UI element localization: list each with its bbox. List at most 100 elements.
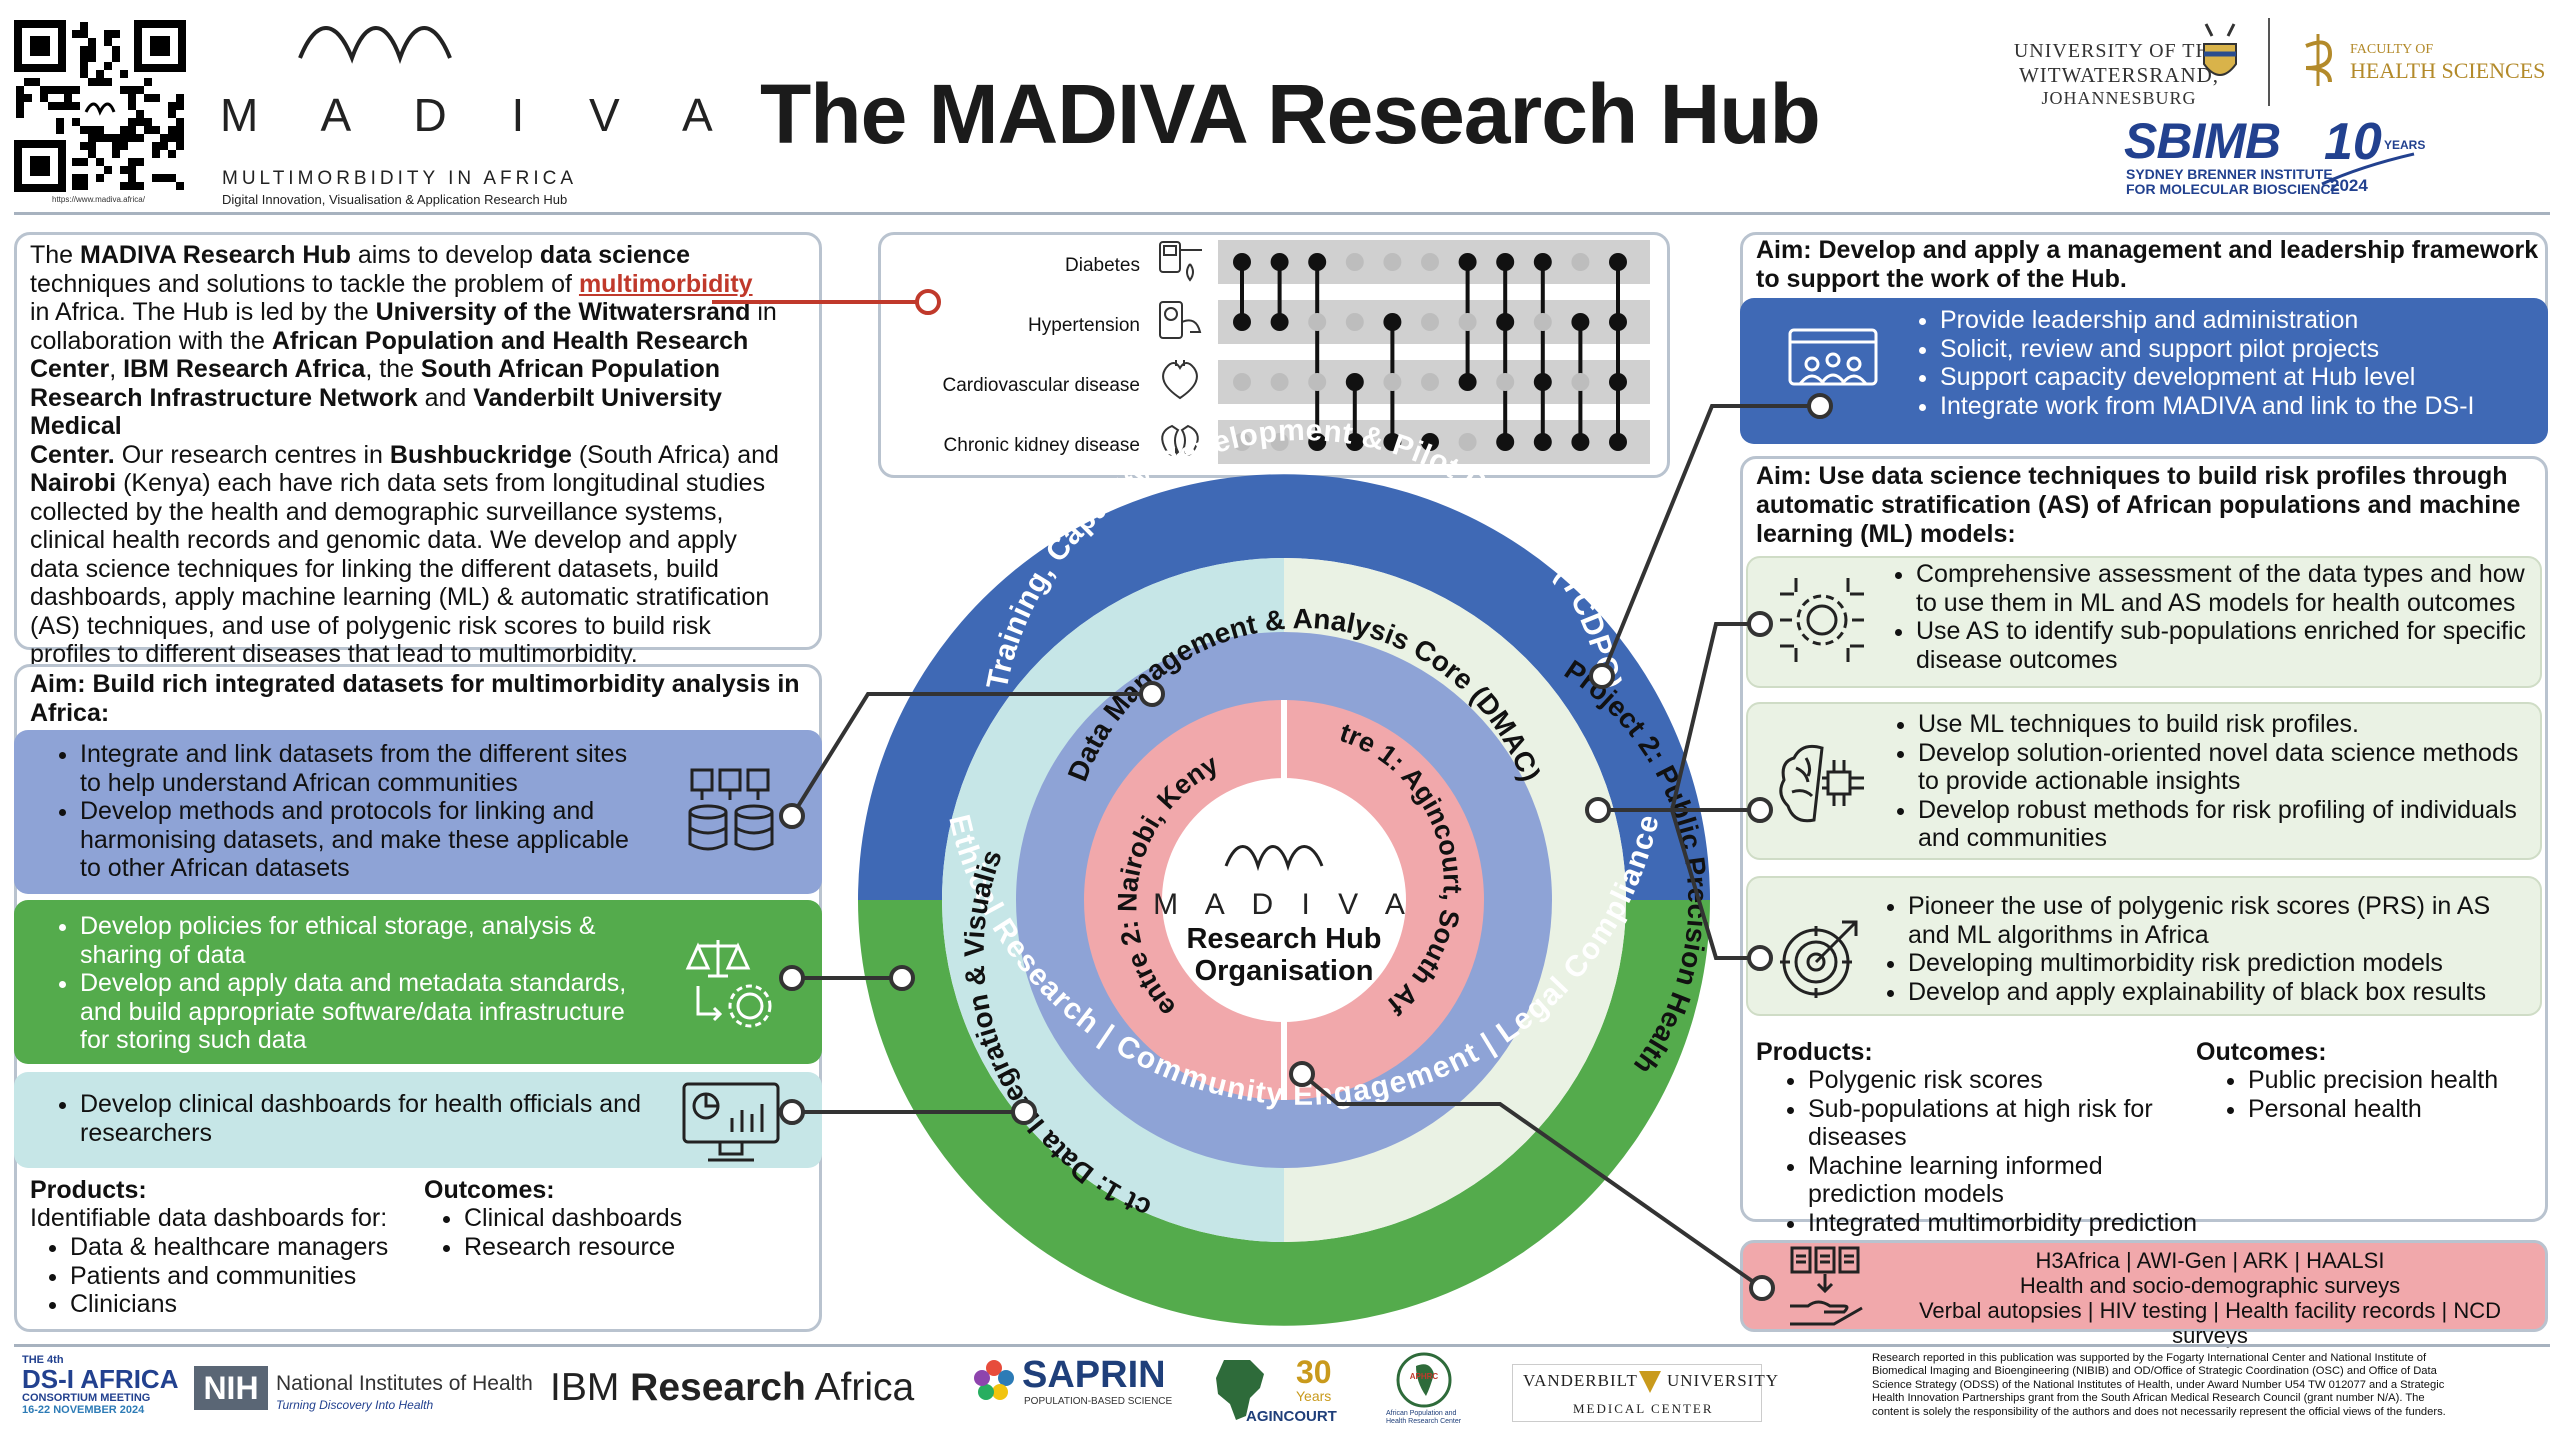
matrix-dot-on: [1233, 313, 1251, 331]
right-products-list-line: Machine learning informed prediction mod…: [1808, 1151, 2103, 1209]
qr-cell: [160, 142, 168, 150]
matrix-dot-on: [1533, 433, 1552, 451]
left-blue-list-line: harmonising datasets, and make these app…: [80, 825, 629, 854]
matrix-dot-on: [1383, 313, 1402, 331]
left-green-list-item: Develop policies for ethical storage, an…: [80, 912, 690, 969]
intro-run: , the: [365, 355, 421, 383]
risk-box-2: [1746, 702, 2542, 860]
matrix-dot-on: [1458, 373, 1477, 391]
left-aim-title-line1: Aim: Build rich integrated datasets for …: [30, 670, 800, 698]
intro-line: Research Infrastructure Network and Vand…: [30, 384, 820, 441]
qr-cell: [176, 94, 184, 102]
data-sources-line3: Verbal autopsies | HIV testing | Health …: [1918, 1298, 2502, 1348]
left-blue-list: Integrate and link datasets from the dif…: [40, 740, 690, 883]
qr-cell: [96, 70, 104, 78]
risk-box-3-list-item: Developing multimorbidity risk predictio…: [1908, 949, 2540, 978]
matrix-dot-on: [1533, 253, 1552, 271]
intro-line: (AS) techniques, and use of polygenic ri…: [30, 612, 820, 641]
intro-run: aims to develop: [350, 241, 540, 269]
risk-box-2-list-line: Develop solution-oriented novel data sci…: [1918, 738, 2519, 767]
qr-cell: [128, 102, 136, 110]
left-green-list: Develop policies for ethical storage, an…: [40, 912, 690, 1055]
qr-code[interactable]: [14, 20, 186, 192]
vanderbilt-logo: VANDERBILT UNIVERSITY MEDICAL CENTER: [1512, 1364, 1778, 1422]
qr-cell: [128, 94, 136, 102]
left-green-list: Develop policies for ethical storage, an…: [40, 912, 690, 1055]
matrix-dot-off: [1421, 373, 1439, 391]
right-outcomes-list-item: Personal health: [2248, 1095, 2538, 1124]
qr-cell: [56, 118, 64, 126]
qr-cell: [128, 182, 136, 190]
right-risk-title: Aim: Use data science techniques to buil…: [1756, 462, 2546, 549]
outer-ring-bottom: [858, 900, 1710, 1326]
qr-url[interactable]: https://www.madiva.africa/: [52, 195, 145, 204]
left-green-band: [14, 900, 822, 1064]
agincourt-years: Years: [1296, 1388, 1332, 1404]
risk-box-3-list-line: Developing multimorbidity risk predictio…: [1908, 949, 2443, 977]
core-word: M A D I V A: [1153, 888, 1415, 921]
matrix-dot-off: [1496, 373, 1515, 391]
right-products-list: Polygenic risk scoresSub-populations at …: [1768, 1066, 2198, 1266]
qr-cell: [120, 126, 128, 134]
qr-cell: [64, 86, 72, 94]
qr-cell: [40, 94, 48, 102]
left-blue-list: Integrate and link datasets from the dif…: [40, 740, 690, 883]
qr-cell: [88, 126, 96, 134]
intro-run: Our research centres in: [114, 440, 390, 469]
multimorbidity-link[interactable]: multimorbidity: [578, 269, 753, 298]
core-circle: [1162, 778, 1406, 1022]
qr-cell: [160, 134, 168, 142]
brain-circuit-icon: [1779, 744, 1864, 823]
documents-hand-icon: [1790, 1246, 1863, 1326]
qr-cell: [72, 158, 80, 166]
matrix-dot-off: [1533, 313, 1552, 331]
intro-run: collaboration with the: [30, 326, 272, 355]
dashboard-monitor-icon: [682, 1082, 780, 1162]
intro-run: The: [30, 241, 81, 269]
qr-cell: [16, 102, 24, 110]
target-arrow-icon: [1780, 920, 1858, 998]
left-blue-band: [14, 730, 822, 894]
left-products-list-line: Clinicians: [70, 1290, 177, 1318]
funding-statement: Research reported in this publication wa…: [1872, 1352, 2552, 1419]
matrix-dot-off: [1270, 433, 1289, 451]
qr-cell: [96, 126, 104, 134]
intro-run: in Africa. The Hub is led by the: [30, 298, 376, 326]
intro-panel: [14, 232, 822, 650]
qr-cell: [88, 46, 96, 54]
right-outcomes-list-line: Public precision health: [2248, 1066, 2499, 1094]
qr-cell: [120, 86, 128, 94]
risk-box-3-list: Pioneer the use of polygenic risk scores…: [1868, 892, 2540, 1006]
qr-cell: [120, 142, 128, 150]
gear-network-icon: [1780, 578, 1864, 662]
qr-cell: [56, 126, 64, 134]
matrix-dot-on: [1345, 433, 1364, 451]
qr-cell: [152, 150, 160, 158]
matrix-dot-off: [1421, 253, 1439, 271]
risk-box-3-list-line: Pioneer the use of polygenic risk scores…: [1908, 892, 2491, 920]
right-mgmt-title: Aim: Develop and apply a management and …: [1756, 236, 2546, 294]
wits-line1: UNIVERSITY OF THE: [2013, 40, 2225, 62]
right-mgmt-title-line2: to support the work of the Hub.: [1756, 265, 2127, 293]
intro-line: dashboards, apply machine learning (ML) …: [30, 583, 820, 612]
university-word: UNIVERSITY: [1667, 1371, 1779, 1390]
database-link-icon: [688, 768, 774, 851]
qr-cell: [168, 102, 176, 110]
left-products-list-line: Data & healthcare managers: [70, 1233, 389, 1261]
left-teal-list-line: researchers: [80, 1118, 212, 1147]
matrix-disease-label: Cardiovascular disease: [943, 375, 1141, 396]
fhs-logo-icon: [2305, 34, 2333, 86]
left-outcomes-list-line: Research resource: [464, 1232, 676, 1261]
agincourt-number: 30: [1296, 1354, 1332, 1390]
matrix-dot-on: [1496, 433, 1515, 451]
left-products-intro: Identifiable data dashboards for:: [30, 1204, 388, 1232]
dsi-line4: 16-22 NOVEMBER 2024: [22, 1404, 145, 1416]
intro-bold: African Population and Health Research: [271, 326, 749, 355]
right-risk-title-line2: automatic stratification (AS) of African…: [1756, 491, 2521, 519]
matrix-disease-label: Hypertension: [1028, 315, 1140, 336]
right-mgmt-list-item: Provide leadership and administration: [1940, 306, 2540, 335]
qr-cell: [64, 94, 72, 102]
left-outcomes-list: Clinical dashboardsResearch resource: [424, 1204, 804, 1261]
qr-cell: [152, 142, 160, 150]
